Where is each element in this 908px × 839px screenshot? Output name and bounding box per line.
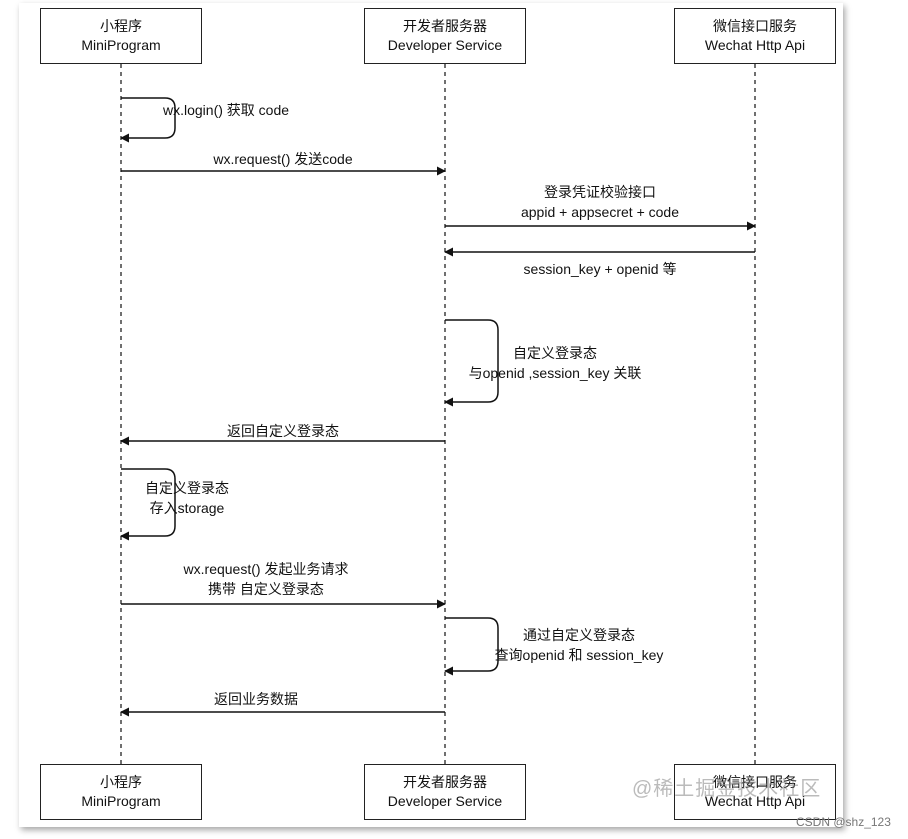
actor-wechat-api-bottom: 微信接口服务 Wechat Http Api	[674, 764, 836, 820]
arrow-self-query	[444, 617, 499, 676]
label-verify-code: 登录凭证校验接口 appid + appsecret + code	[445, 182, 755, 222]
arrow-self-login	[120, 97, 176, 143]
label-text: wx.request() 发送code	[213, 151, 353, 167]
label-storage: 自定义登录态 存入storage	[128, 478, 246, 518]
actor-label-en: Developer Service	[387, 37, 503, 53]
label-text: 自定义登录态	[513, 345, 597, 361]
actor-wechat-api-top: 微信接口服务 Wechat Http Api	[674, 8, 836, 64]
label-text: 登录凭证校验接口	[544, 184, 656, 200]
actor-label-zh: 微信接口服务	[713, 18, 797, 34]
label-text: wx.login() 获取 code	[163, 102, 290, 118]
label-text: session_key + openid 等	[523, 261, 677, 277]
actor-developer-service-top: 开发者服务器 Developer Service	[364, 8, 526, 64]
label-text: 通过自定义登录态	[523, 627, 635, 643]
label-text: 返回业务数据	[214, 691, 298, 707]
label-text: appid + appsecret + code	[520, 204, 679, 220]
actor-label-en: Wechat Http Api	[704, 37, 806, 53]
arrow-self-storage	[120, 468, 176, 541]
label-text: 自定义登录态	[145, 480, 229, 496]
actor-label-en: Wechat Http Api	[704, 793, 806, 809]
actor-miniprogram-top: 小程序 MiniProgram	[40, 8, 202, 64]
actor-label-zh: 微信接口服务	[713, 774, 797, 790]
actor-label-en: MiniProgram	[81, 793, 161, 809]
actor-label-en: Developer Service	[387, 793, 503, 809]
actor-label-en: MiniProgram	[81, 37, 161, 53]
label-send-code: wx.request() 发送code	[121, 149, 445, 169]
actor-label-zh: 开发者服务器	[403, 18, 487, 34]
label-text: 携带 自定义登录态	[208, 581, 324, 597]
actor-label-zh: 小程序	[100, 774, 142, 790]
label-business-request: wx.request() 发起业务请求 携带 自定义登录态	[121, 559, 411, 599]
label-text: 返回自定义登录态	[227, 423, 339, 439]
label-text: 存入storage	[149, 500, 225, 516]
actor-label-zh: 开发者服务器	[403, 774, 487, 790]
actor-miniprogram-bottom: 小程序 MiniProgram	[40, 764, 202, 820]
label-wx-login: wx.login() 获取 code	[163, 100, 289, 120]
label-return-session: session_key + openid 等	[445, 259, 755, 279]
label-custom-state: 自定义登录态 与openid ,session_key 关联	[460, 343, 650, 383]
label-query: 通过自定义登录态 查询openid 和 session_key	[470, 625, 688, 665]
arrow-self-custom-state	[444, 319, 499, 407]
label-text: 查询openid 和 session_key	[494, 647, 664, 663]
watermark: @稀土掘金技术社区	[632, 778, 822, 800]
source-credit: CSDN @shz_123	[796, 815, 891, 829]
label-return-state: 返回自定义登录态	[121, 421, 445, 441]
actor-label-zh: 小程序	[100, 18, 142, 34]
label-return-data: 返回业务数据	[121, 689, 391, 709]
actor-developer-service-bottom: 开发者服务器 Developer Service	[364, 764, 526, 820]
diagram-card	[19, 3, 843, 827]
label-text: wx.request() 发起业务请求	[183, 561, 349, 577]
label-text: 与openid ,session_key 关联	[468, 365, 642, 381]
